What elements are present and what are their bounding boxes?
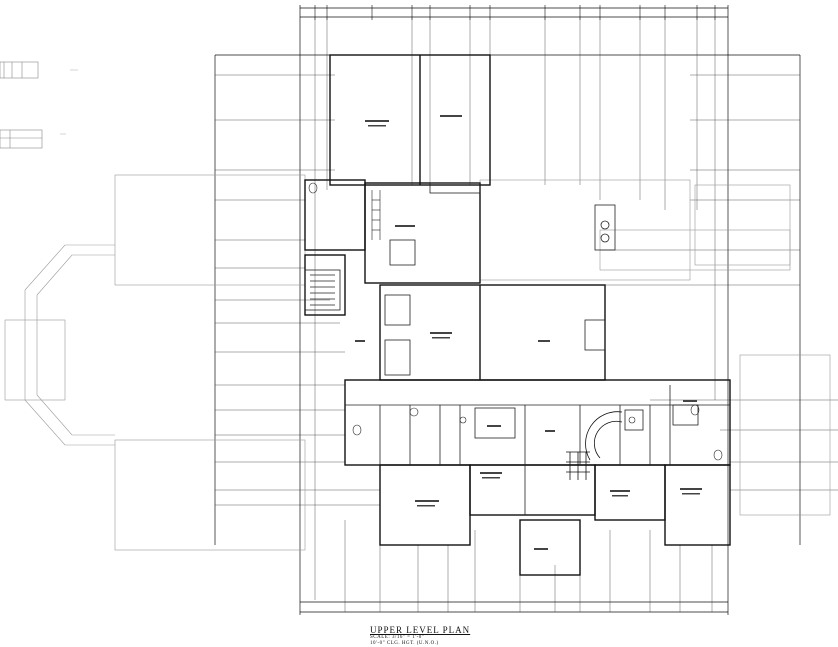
left-extension-lines bbox=[215, 74, 380, 506]
straight-stair bbox=[371, 190, 381, 240]
extension-lines bbox=[314, 17, 716, 612]
building-walls bbox=[304, 54, 731, 576]
room-label-markers bbox=[355, 115, 702, 550]
plan-title-block: UPPER LEVEL PLAN SCALE: 3/16" = 1'-0" 10… bbox=[370, 625, 570, 647]
plumbing-fixtures bbox=[308, 182, 723, 461]
spiral-stair bbox=[566, 411, 623, 480]
dimension-frame bbox=[214, 5, 801, 615]
thumbnail-sketch bbox=[0, 61, 78, 149]
plan-ceiling-height: 10'-0" CLG. HGT. (U.N.O.) bbox=[370, 641, 439, 646]
roof-outline bbox=[4, 174, 831, 551]
plan-title: UPPER LEVEL PLAN bbox=[370, 625, 471, 635]
right-extension-lines bbox=[600, 74, 838, 491]
plan-scale: SCALE: 3/16" = 1'-0" bbox=[370, 635, 425, 640]
interior-partitions bbox=[304, 182, 730, 515]
dimension-ticks-top bbox=[314, 5, 716, 20]
